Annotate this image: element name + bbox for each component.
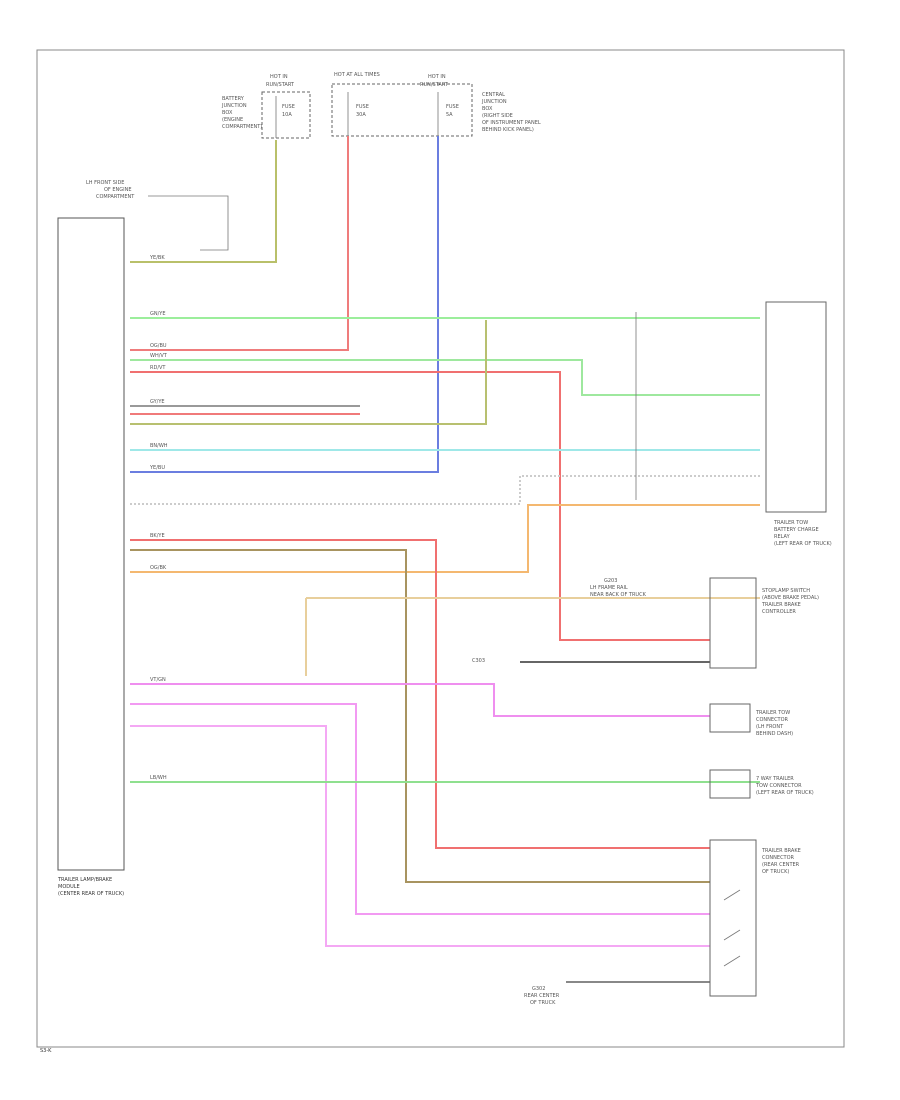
c3-line-2: (LH FRONT bbox=[756, 724, 784, 730]
wire-code-7: OG/BK bbox=[150, 565, 167, 571]
component-tow-connector bbox=[709, 703, 751, 733]
module-name-2: (CENTER REAR OF TRUCK) bbox=[58, 891, 124, 897]
fuse-left-line-3: 10A bbox=[282, 112, 292, 118]
fuse-group: HOT IN RUN/START FUSE 10A BATTERY JUNCTI… bbox=[221, 72, 541, 139]
wires bbox=[130, 136, 760, 983]
ground-top-left-1: OF ENGINE bbox=[104, 187, 132, 193]
diagram-border bbox=[36, 49, 845, 1048]
component-brake-connector bbox=[709, 839, 757, 997]
footer-code: S3-K bbox=[40, 1048, 52, 1054]
ground-mid-0: G203 bbox=[604, 578, 617, 584]
ground-c-node: C303 bbox=[472, 658, 485, 664]
wire-code-10: LB/WH bbox=[150, 775, 167, 781]
ground-top-left-2: COMPARTMENT bbox=[96, 194, 135, 200]
wire-code-labels: YE/BK GN/YE OG/BU WH/VT RD/VT GY/YE BN/W… bbox=[149, 255, 168, 781]
wire-code-0: YE/BK bbox=[149, 255, 165, 261]
fuse-left-desc-4: COMPARTMENT) bbox=[222, 124, 262, 130]
c2-line-1: (ABOVE BRAKE PEDAL) bbox=[762, 595, 819, 601]
module-name-0: TRAILER LAMP/BRAKE bbox=[57, 877, 112, 883]
c4-line-2: (LEFT REAR OF TRUCK) bbox=[756, 790, 814, 796]
wire-code-9: YE/BU bbox=[149, 465, 165, 471]
wire-magenta-2 bbox=[130, 703, 710, 915]
c5-line-1: CONNECTOR bbox=[762, 855, 795, 861]
wire-code-2: OG/BU bbox=[150, 343, 167, 349]
ground-top-left-0: LH FRONT SIDE bbox=[86, 180, 124, 186]
trailer-module: TRAILER LAMP/BRAKE MODULE (CENTER REAR O… bbox=[57, 217, 125, 897]
fuse-center-line-2: 30A bbox=[356, 112, 366, 118]
fuse-left-desc-0: BATTERY bbox=[222, 96, 245, 102]
wire-red-brake bbox=[130, 539, 710, 849]
wire-orange bbox=[130, 504, 760, 573]
c4-line-0: 7 WAY TRAILER bbox=[756, 776, 794, 782]
c4-line-1: TOW CONNECTOR bbox=[755, 783, 802, 789]
c1-line-1: BATTERY CHARGE bbox=[774, 527, 819, 533]
component-7way bbox=[709, 769, 751, 799]
ground-bottom-2: OF TRUCK bbox=[530, 1000, 556, 1006]
ground-top-left: LH FRONT SIDE OF ENGINE COMPARTMENT bbox=[86, 180, 229, 251]
c5-line-2: (REAR CENTER bbox=[762, 862, 800, 868]
wire-code-1: GN/YE bbox=[150, 311, 166, 317]
c3-line-3: BEHIND DASH) bbox=[756, 731, 793, 737]
c3-line-0: TRAILER TOW bbox=[755, 710, 790, 716]
wire-code-6: BN/WH bbox=[150, 443, 168, 449]
c1-line-2: RELAY bbox=[774, 534, 791, 540]
wire-green-2 bbox=[130, 359, 760, 396]
wire-dotted bbox=[130, 475, 760, 505]
fuse-left-desc-1: JUNCTION bbox=[221, 103, 247, 109]
c2-line-3: CONTROLLER bbox=[762, 609, 796, 615]
wire-magenta-1 bbox=[130, 683, 710, 717]
component-relay bbox=[765, 301, 827, 513]
wire-red-main bbox=[130, 136, 349, 351]
c1-line-3: (LEFT REAR OF TRUCK) bbox=[774, 541, 832, 547]
ground-mid-1: LH FRAME RAIL bbox=[590, 585, 628, 591]
module-name-1: MODULE bbox=[58, 884, 80, 890]
ground-mid: G203 LH FRAME RAIL NEAR BACK OF TRUCK C3… bbox=[472, 578, 647, 664]
fuse-left-line-0: HOT IN bbox=[270, 74, 288, 80]
right-components: TRAILER TOW BATTERY CHARGE RELAY (LEFT R… bbox=[709, 301, 832, 997]
ground-bottom-0: G302 bbox=[532, 986, 545, 992]
wire-code-11: VT/GN bbox=[150, 677, 166, 683]
fuse-right-desc-5: BEHIND KICK PANEL) bbox=[482, 127, 534, 133]
fuse-right-desc-4: OF INSTRUMENT PANEL bbox=[482, 120, 541, 126]
fuse-right-line-2: FUSE bbox=[446, 104, 459, 110]
fuse-center-line-1: FUSE bbox=[356, 104, 369, 110]
c3-line-1: CONNECTOR bbox=[756, 717, 789, 723]
fuse-left-desc-3: (ENGINE bbox=[222, 117, 243, 123]
fuse-right-desc-1: JUNCTION bbox=[481, 99, 507, 105]
wire-code-5: GY/YE bbox=[150, 399, 165, 405]
fuse-right-line-1: RUN/START bbox=[420, 82, 449, 88]
fuse-left-line-1: RUN/START bbox=[266, 82, 295, 88]
wire-olive bbox=[130, 320, 487, 425]
wire-yellow-green bbox=[130, 140, 277, 263]
fuse-right-desc-3: (RIGHT SIDE bbox=[482, 113, 513, 119]
c2-line-0: STOPLAMP SWITCH bbox=[762, 588, 810, 594]
c2-line-2: TRAILER BRAKE bbox=[761, 602, 801, 608]
wire-brown bbox=[130, 549, 710, 883]
ground-bottom: G302 REAR CENTER OF TRUCK bbox=[524, 986, 560, 1006]
fuse-right-desc-0: CENTRAL bbox=[482, 92, 505, 98]
ground-bottom-1: REAR CENTER bbox=[524, 993, 560, 999]
fuse-right-line-0: HOT IN bbox=[428, 74, 446, 80]
fuse-left-line-2: FUSE bbox=[282, 104, 295, 110]
fuse-right-line-3: 5A bbox=[446, 112, 453, 118]
c5-line-3: OF TRUCK) bbox=[762, 869, 789, 875]
ground-mid-2: NEAR BACK OF TRUCK bbox=[590, 592, 647, 598]
module-box bbox=[57, 217, 125, 871]
wire-magenta-3 bbox=[130, 725, 710, 947]
c5-line-0: TRAILER BRAKE bbox=[761, 848, 801, 854]
component-stoplamp bbox=[709, 577, 757, 669]
wire-code-8: BK/YE bbox=[150, 533, 165, 539]
fuse-center-line-0: HOT AT ALL TIMES bbox=[334, 72, 380, 78]
wire-code-3: WH/VT bbox=[150, 353, 168, 359]
fuse-right-desc-2: BOX bbox=[482, 106, 493, 112]
c1-line-0: TRAILER TOW bbox=[773, 520, 808, 526]
fuse-left-desc-2: BOX bbox=[222, 110, 233, 116]
wire-code-4: RD/VT bbox=[150, 365, 166, 371]
wire-blue bbox=[130, 136, 439, 473]
